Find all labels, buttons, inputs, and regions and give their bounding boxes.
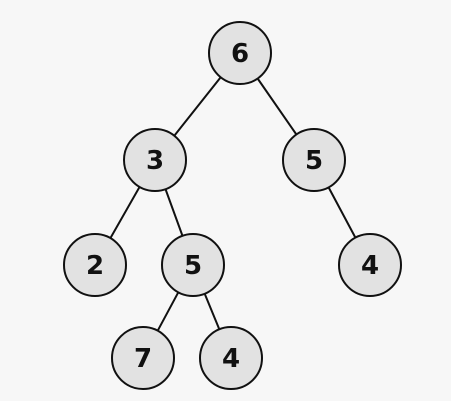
tree-node-n4bottom: 4 [199,326,263,390]
node-label: 3 [146,146,164,176]
node-label: 7 [134,344,152,374]
node-circle [282,128,346,192]
tree-node-n6root: 6 [208,21,272,85]
node-circle [199,326,263,390]
edges-layer [109,76,357,332]
node-circle [123,128,187,192]
nodes-layer: 6 3 5 2 5 4 7 4 [63,21,402,390]
node-circle [111,326,175,390]
node-label: 5 [184,251,202,281]
node-circle [161,233,225,297]
node-circle [338,233,402,297]
node-circle [63,233,127,297]
node-circle [208,21,272,85]
tree-node-n3: 3 [123,128,187,192]
edge-n5mid-to-n7 [156,291,180,332]
edge-n6root-to-n5right [256,77,298,136]
node-label: 4 [361,251,379,281]
tree-node-n4right: 4 [338,233,402,297]
tree-node-n5right: 5 [282,128,346,192]
edge-n5mid-to-n4bottom [203,292,221,331]
node-label: 5 [305,146,323,176]
tree-node-n5mid: 5 [161,233,225,297]
node-label: 4 [222,344,240,374]
node-label: 2 [86,251,104,281]
edge-n5right-to-n4right [327,186,357,239]
tree-node-n2: 2 [63,233,127,297]
edge-n6root-to-n3 [173,76,222,137]
tree-node-n7: 7 [111,326,175,390]
node-label: 6 [231,39,249,69]
edge-n3-to-n2 [109,185,141,240]
edge-n3-to-n5mid [164,188,184,237]
